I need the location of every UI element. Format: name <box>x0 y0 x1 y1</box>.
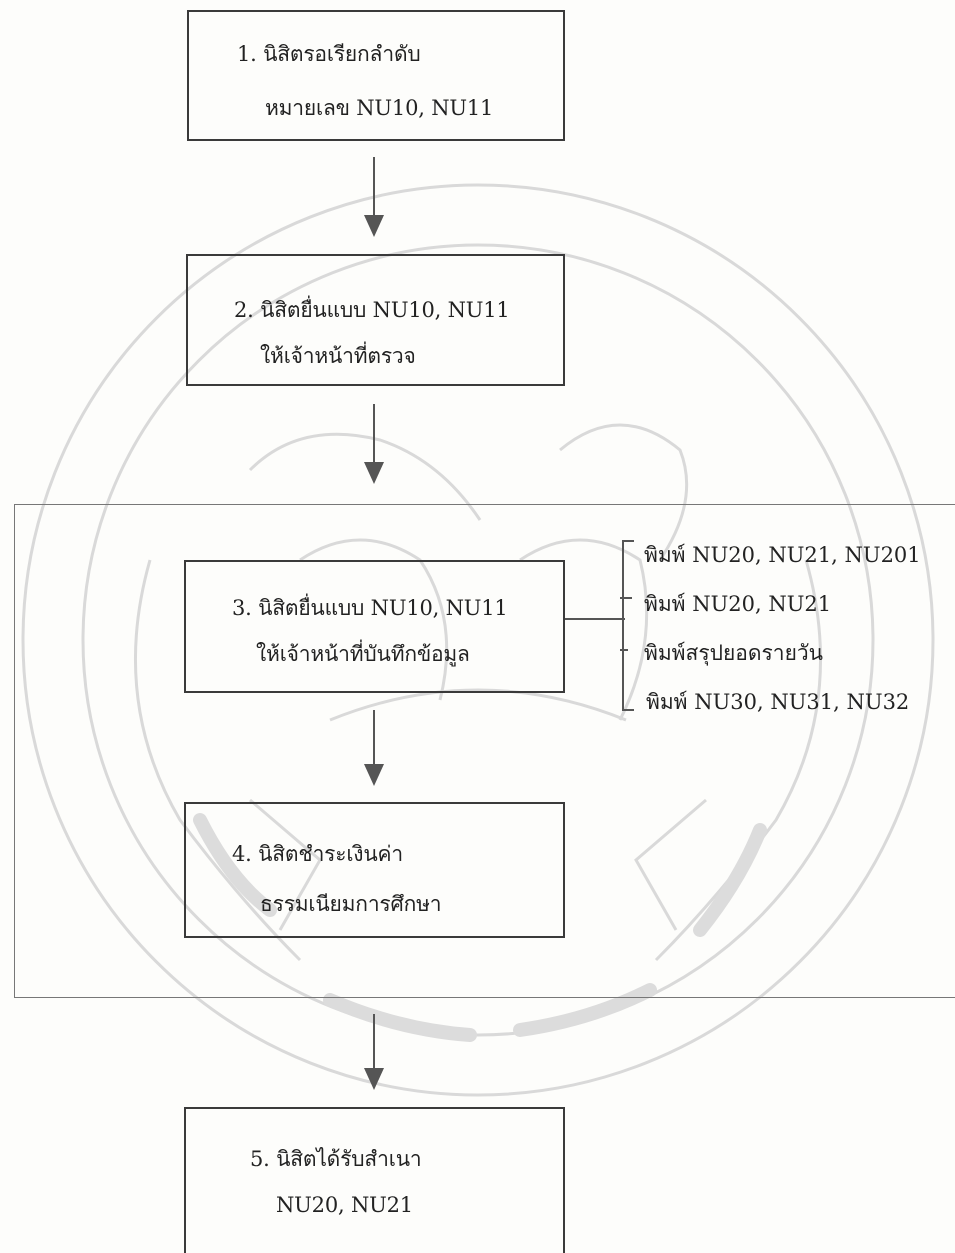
step-2-box: 2. นิสิตยื่นแบบ NU10, NU11 ให้เจ้าหน้าที… <box>186 254 565 386</box>
step-3-line-2: ให้เจ้าหน้าที่บันทึกข้อมูล <box>256 642 470 666</box>
arrow-1-to-2 <box>364 157 384 237</box>
output-print-2: พิมพ์ NU20, NU21 <box>644 592 832 616</box>
step-2-line-1: 2. นิสิตยื่นแบบ NU10, NU11 <box>234 298 510 322</box>
output-print-4: พิมพ์ NU30, NU31, NU32 <box>646 690 910 714</box>
region-left-border <box>14 504 15 998</box>
step-5-line-2: NU20, NU21 <box>276 1193 413 1217</box>
step-1-line-2: หมายเลข NU10, NU11 <box>265 96 494 120</box>
step-2-line-2: ให้เจ้าหน้าที่ตรวจ <box>260 344 416 368</box>
arrow-2-to-3 <box>364 404 384 484</box>
step-5-line-1: 5. นิสิตได้รับสำเนา <box>250 1147 422 1171</box>
output-print-1: พิมพ์ NU20, NU21, NU201 <box>644 543 921 567</box>
region-top-border <box>14 504 955 505</box>
output-print-3: พิมพ์สรุปยอดรายวัน <box>644 641 824 665</box>
step-4-box: 4. นิสิตชำระเงินค่า ธรรมเนียมการศึกษา <box>184 802 565 938</box>
step-3-box: 3. นิสิตยื่นแบบ NU10, NU11 ให้เจ้าหน้าที… <box>184 560 565 693</box>
step-4-line-1: 4. นิสิตชำระเงินค่า <box>232 842 403 866</box>
arrow-3-to-4 <box>364 710 384 786</box>
step-3-line-1: 3. นิสิตยื่นแบบ NU10, NU11 <box>232 596 508 620</box>
step-1-line-1: 1. นิสิตรอเรียกลำดับ <box>237 42 421 66</box>
arrow-4-to-5 <box>364 1014 384 1090</box>
outputs-bracket <box>620 540 634 711</box>
step-5-box: 5. นิสิตได้รับสำเนา NU20, NU21 <box>184 1107 565 1253</box>
region-bottom-border <box>14 997 955 998</box>
step-4-line-2: ธรรมเนียมการศึกษา <box>260 892 442 916</box>
step-1-box: 1. นิสิตรอเรียกลำดับ หมายเลข NU10, NU11 <box>187 10 565 141</box>
outputs-connector <box>565 618 625 620</box>
